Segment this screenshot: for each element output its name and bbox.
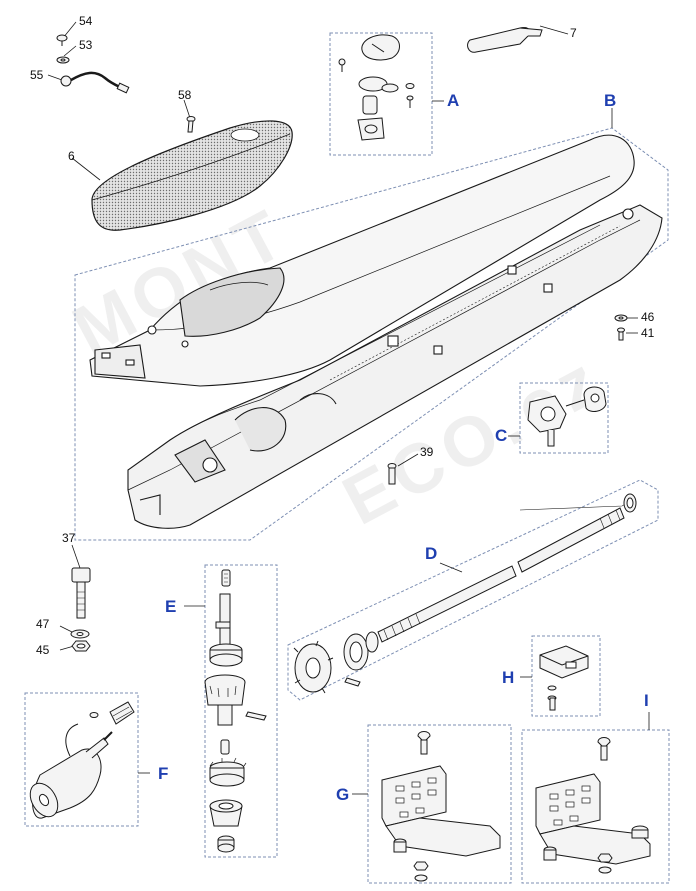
- box-G: [367, 724, 512, 884]
- group-boxes: [24, 32, 670, 884]
- group-label-I: I: [644, 691, 649, 710]
- part-number-53: 53: [79, 38, 93, 52]
- part-number-55: 55: [30, 68, 44, 82]
- group-E-parts: [204, 569, 267, 853]
- group-D-parts: [293, 493, 637, 694]
- group-label-G: G: [336, 785, 350, 804]
- leader-lines: [47, 21, 650, 795]
- part-number-54: 54: [79, 14, 93, 28]
- housing-B: [89, 134, 663, 529]
- box-E: [204, 564, 278, 858]
- part-number-37: 37: [62, 531, 76, 545]
- group-label-H: H: [502, 668, 515, 687]
- group-label-F: F: [158, 764, 169, 783]
- part-number-46: 46: [641, 310, 655, 324]
- group-label-A: A: [447, 91, 460, 110]
- group-label-E: E: [165, 597, 177, 616]
- group-F-parts: [29, 701, 135, 819]
- box-C: [519, 382, 609, 454]
- cover-6: [91, 120, 293, 231]
- washer-53: [56, 56, 70, 64]
- part-number-58: 58: [178, 88, 192, 102]
- washer-47: [70, 629, 90, 639]
- box-D: [287, 479, 659, 701]
- part-number-6: 6: [68, 149, 75, 163]
- screw-39: [387, 463, 397, 485]
- screw-41: [617, 327, 625, 341]
- washer-46: [614, 314, 628, 322]
- group-label-C: C: [495, 426, 508, 445]
- group-H-parts: [539, 645, 589, 711]
- part-number-7: 7: [570, 26, 577, 40]
- group-G-parts: [381, 731, 501, 882]
- release-key-7: [467, 27, 543, 53]
- part-number-45: 45: [36, 643, 50, 657]
- screw-54: [56, 34, 68, 46]
- box-H: [531, 635, 601, 717]
- group-label-D: D: [425, 544, 438, 563]
- bolt-37: [71, 567, 91, 619]
- group-I-parts: [535, 737, 651, 874]
- earth-cable-55: [60, 71, 130, 94]
- box-F: [24, 692, 139, 827]
- group-C-parts: [527, 386, 607, 447]
- group-A-parts: [338, 34, 415, 141]
- part-number-47: 47: [36, 617, 50, 631]
- nut-45: [71, 640, 91, 652]
- box-A: [329, 32, 433, 156]
- group-label-B: B: [604, 91, 617, 110]
- screw-58: [186, 116, 196, 133]
- part-number-41: 41: [641, 326, 655, 340]
- part-number-39: 39: [420, 445, 434, 459]
